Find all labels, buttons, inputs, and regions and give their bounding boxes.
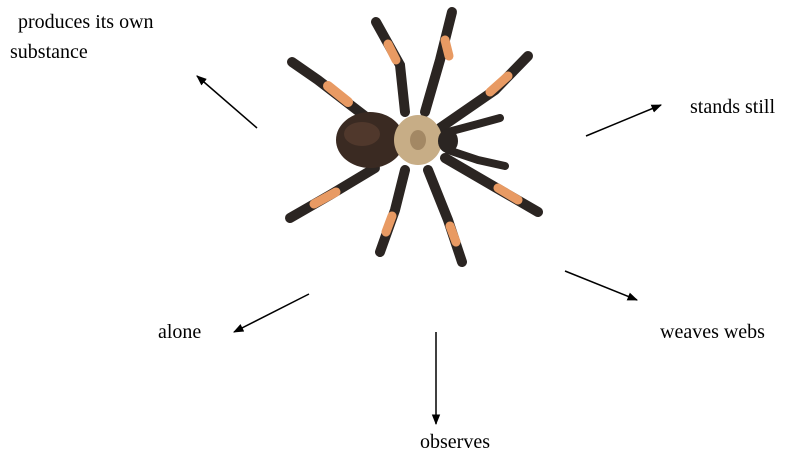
arrow-to-alone bbox=[234, 294, 309, 332]
spider-leg bbox=[380, 170, 405, 252]
spider-leg bbox=[376, 22, 405, 112]
spider-leg-band bbox=[445, 40, 449, 56]
arrow-to-produces-substance bbox=[197, 76, 257, 128]
spider-leg bbox=[440, 56, 528, 128]
spider-carapace-mark bbox=[410, 130, 426, 150]
spider-leg-band bbox=[490, 76, 508, 92]
spider-image bbox=[270, 0, 570, 290]
arrow-to-stands-still bbox=[586, 105, 661, 136]
spider-chelicerae bbox=[438, 129, 458, 153]
spider-leg-band bbox=[314, 192, 336, 204]
spider-leg-band bbox=[386, 216, 392, 232]
spider-leg bbox=[425, 12, 452, 112]
spider-leg-band bbox=[450, 226, 456, 242]
spider-leg-band bbox=[498, 188, 518, 200]
arrow-to-weaves-webs bbox=[565, 271, 637, 300]
spider-abdomen-sheen bbox=[344, 122, 380, 146]
spider-leg-band bbox=[328, 86, 348, 102]
spider-leg bbox=[428, 170, 462, 262]
